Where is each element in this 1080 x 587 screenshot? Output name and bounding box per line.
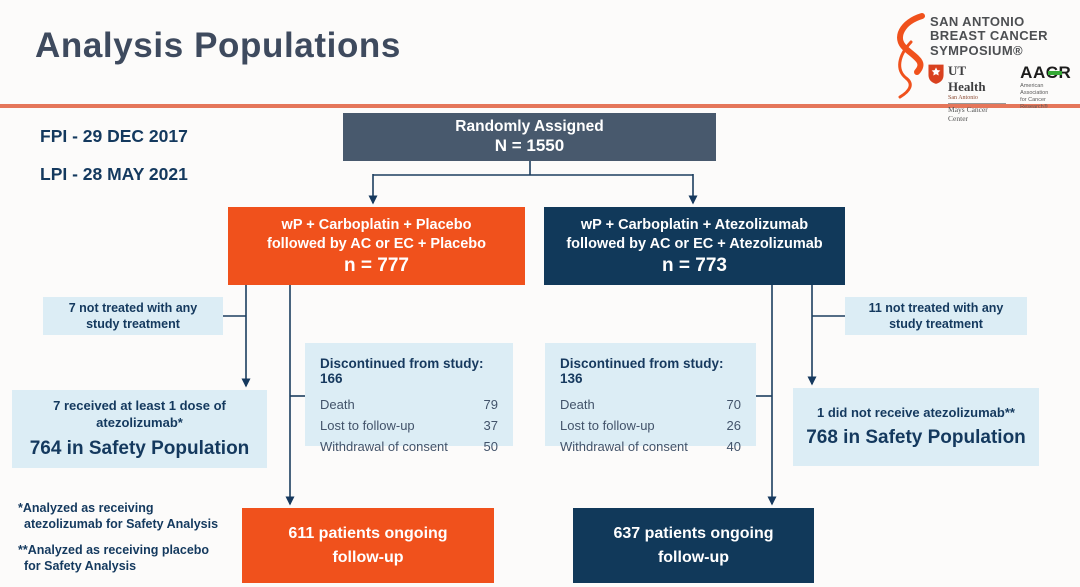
table-row: Withdrawal of consent 50 (320, 437, 498, 458)
ut-health-name: UT Health (948, 63, 986, 94)
ongoing-left-line2: follow-up (332, 548, 404, 566)
page-title: Analysis Populations (35, 26, 401, 65)
sabcs-logo: SAN ANTONIO BREAST CANCER SYMPOSIUM® UT … (862, 8, 1072, 123)
footnote-1-line1: *Analyzed as receiving (18, 501, 154, 515)
reason-value: 37 (483, 417, 498, 433)
footnote-2-line2: for Safety Analysis (24, 558, 137, 573)
safety-left-note1: 7 received at least 1 dose of (53, 398, 226, 414)
safety-right-note1: 1 did not receive atezolizumab** (817, 404, 1015, 420)
footnote-1: *Analyzed as receiving atezolizumab for … (18, 500, 218, 533)
arm-placebo-n: n = 777 (344, 254, 409, 276)
aacr-logo: AACR American Association for Cancer Res… (1020, 63, 1072, 112)
table-row: Death 79 (320, 395, 498, 416)
aacr-sub1: American Association (1020, 83, 1049, 97)
footnote-1-line2: atezolizumab for Safety Analysis (24, 517, 219, 532)
title-divider (0, 104, 1080, 108)
not-treated-right-line2: study treatment (889, 317, 983, 331)
randomized-label: Randomly Assigned (455, 118, 604, 135)
not-treated-right-box: 11 not treated with any study treatment (845, 297, 1027, 335)
ongoing-followup-left-box: 611 patients ongoing follow-up (242, 508, 494, 583)
not-treated-left-box: 7 not treated with any study treatment (43, 297, 223, 335)
aacr-wordmark: AACR (1020, 63, 1072, 82)
ut-health-city: San Antonio (948, 95, 978, 101)
sabcs-line3: SYMPOSIUM® (930, 42, 1024, 58)
ut-shield-icon (928, 64, 944, 84)
not-treated-left-line1: 7 not treated with any (68, 300, 198, 315)
lpi-date: LPI - 28 MAY 2021 (40, 164, 188, 184)
table-row: Lost to follow-up 26 (560, 416, 741, 437)
ongoing-right-line2: follow-up (657, 548, 730, 566)
arm-atezolizumab-n: n = 773 (662, 254, 727, 276)
randomized-box: Randomly Assigned N = 1550 (343, 113, 716, 161)
arm-atezolizumab-line1: wP + Carboplatin + Atezolizumab (580, 216, 809, 233)
reason-value: 26 (726, 417, 741, 433)
reason-label: Withdrawal of consent (320, 438, 448, 454)
arm-atezolizumab-box: wP + Carboplatin + Atezolizumab followed… (544, 207, 845, 285)
reason-label: Lost to follow-up (560, 417, 655, 433)
reason-value: 70 (726, 397, 741, 412)
safety-left-count: 764 in Safety Population (29, 437, 250, 459)
aacr-green-dash (1048, 71, 1063, 75)
sabcs-line1: SAN ANTONIO (930, 14, 1025, 29)
footnote-2: **Analyzed as receiving placebo for Safe… (18, 542, 218, 575)
arm-placebo-box: wP + Carboplatin + Placebo followed by A… (228, 207, 525, 285)
table-row: Lost to follow-up 37 (320, 416, 498, 437)
discontinued-left-box: Discontinued from study: 166 Death 79 Lo… (305, 343, 513, 454)
discontinued-right-box: Discontinued from study: 136 Death 70 Lo… (545, 343, 756, 454)
arm-placebo-line1: wP + Carboplatin + Placebo (281, 216, 472, 233)
ongoing-left-line1: 611 patients ongoing (288, 525, 448, 543)
discontinued-left-title: Discontinued from study: 166 (320, 356, 484, 386)
aacr-sub2: for Cancer Research® (1020, 97, 1048, 111)
not-treated-left-line2: study treatment (86, 317, 180, 331)
reason-label: Lost to follow-up (320, 417, 415, 433)
sabcs-line2: BREAST CANCER (930, 28, 1048, 44)
safety-population-right-box: 1 did not receive atezolizumab** 768 in … (793, 388, 1039, 466)
reason-label: Death (560, 397, 595, 412)
ongoing-right-line1: 637 patients ongoing (613, 525, 774, 543)
table-row: Withdrawal of consent 40 (560, 437, 741, 458)
ut-health-logo: UT Health San Antonio Mays Cancer Center (928, 63, 1007, 123)
reason-value: 50 (483, 438, 498, 454)
safety-left-note2: atezolizumab* (96, 415, 183, 430)
randomized-n: N = 1550 (494, 136, 565, 155)
reason-value: 79 (483, 397, 498, 412)
study-dates: FPI - 29 DEC 2017 LPI - 28 MAY 2021 (40, 126, 188, 185)
ut-cancer-center: Mays Cancer Center (948, 103, 1007, 123)
footnote-2-line1: **Analyzed as receiving placebo (18, 542, 210, 557)
arm-placebo-line2: followed by AC or EC + Placebo (266, 236, 486, 253)
reason-label: Withdrawal of consent (560, 438, 688, 454)
fpi-date: FPI - 29 DEC 2017 (40, 126, 188, 146)
discontinued-right-title: Discontinued from study: 136 (560, 356, 724, 386)
not-treated-right-line1: 11 not treated with any (868, 300, 1004, 315)
sabcs-ribbon-icon (897, 13, 925, 99)
arm-atezolizumab-line2: followed by AC or EC + Atezolizumab (566, 236, 823, 253)
ongoing-followup-right-box: 637 patients ongoing follow-up (573, 508, 814, 583)
safety-right-count: 768 in Safety Population (806, 427, 1026, 449)
sabcs-wordmark: SAN ANTONIO BREAST CANCER SYMPOSIUM® (930, 14, 1048, 58)
footnotes: *Analyzed as receiving atezolizumab for … (18, 500, 218, 583)
reason-value: 40 (726, 438, 741, 454)
table-row: Death 70 (560, 395, 741, 416)
safety-population-left-box: 7 received at least 1 dose of atezolizum… (12, 390, 267, 468)
reason-label: Death (320, 397, 355, 412)
